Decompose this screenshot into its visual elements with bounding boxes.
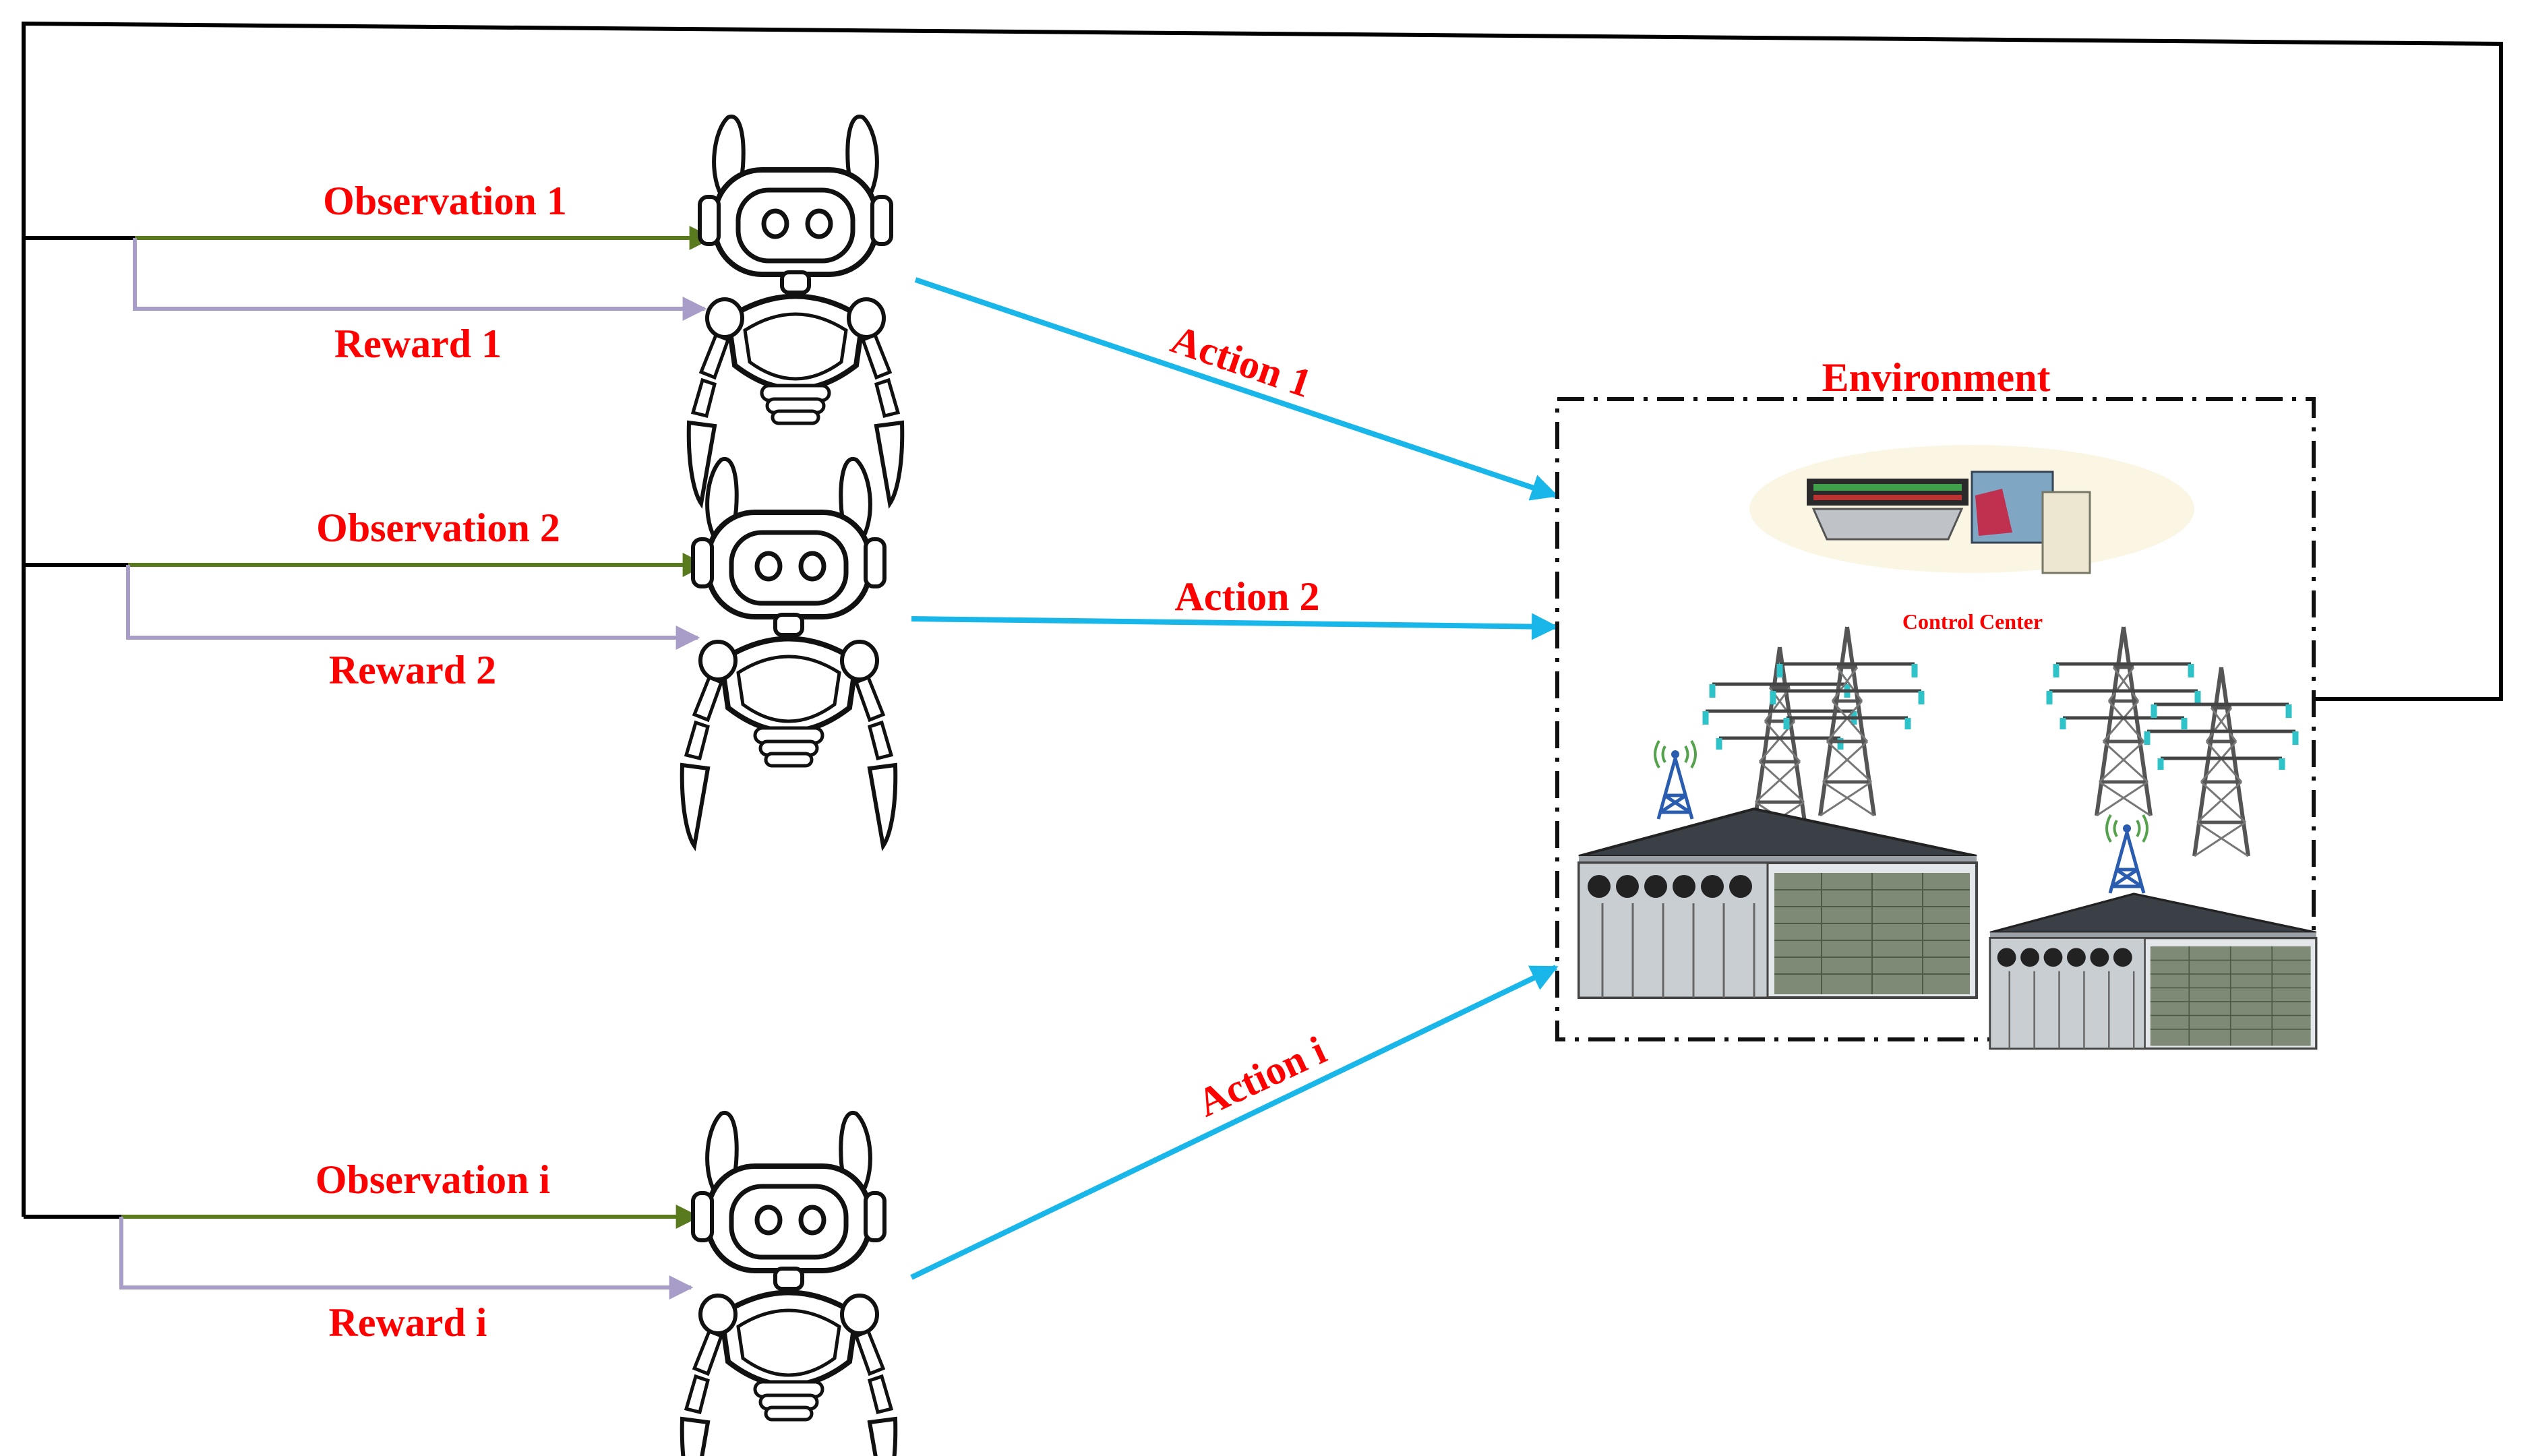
robot-agent-icon	[682, 459, 896, 846]
transmission-tower-icon	[2147, 667, 2295, 856]
observation-label-2: Observation 2	[316, 506, 560, 550]
antenna-icon	[1655, 741, 1695, 819]
feedback-loop	[22, 21, 2503, 1219]
reward-arrow-i	[119, 1217, 694, 1300]
action-label-1: Action 1	[1166, 317, 1317, 406]
action-arrow-i	[910, 965, 1559, 1280]
observation-label-1: Observation 1	[323, 179, 567, 223]
observation-arrows	[121, 226, 714, 1229]
reward-arrow-1	[133, 238, 707, 321]
reward-label-2: Reward 2	[329, 648, 496, 692]
action-arrow-2	[911, 613, 1559, 640]
transmission-tower-icon	[2049, 627, 2198, 816]
antenna-icon	[2107, 815, 2147, 893]
environment-title: Environment	[1822, 355, 2051, 400]
robot-agent-icon	[682, 1113, 896, 1456]
action-label-2: Action 2	[1175, 574, 1320, 619]
transmission-tower-icon	[1773, 627, 1921, 816]
robot-agent-icon	[689, 117, 903, 504]
reward-arrow-2	[126, 565, 700, 650]
observation-label-i: Observation i	[316, 1157, 550, 1202]
action-arrow-1	[914, 277, 1559, 501]
action-arrows	[910, 277, 1559, 1280]
control-center-label: Control Center	[1902, 609, 2043, 634]
reward-arrows	[119, 238, 707, 1300]
reward-label-1: Reward 1	[334, 322, 502, 366]
data-center-building-icon	[1989, 892, 2318, 1050]
data-center-building-icon	[1578, 808, 1978, 999]
control-room-icon	[1749, 445, 2194, 574]
reward-label-i: Reward i	[329, 1300, 487, 1345]
